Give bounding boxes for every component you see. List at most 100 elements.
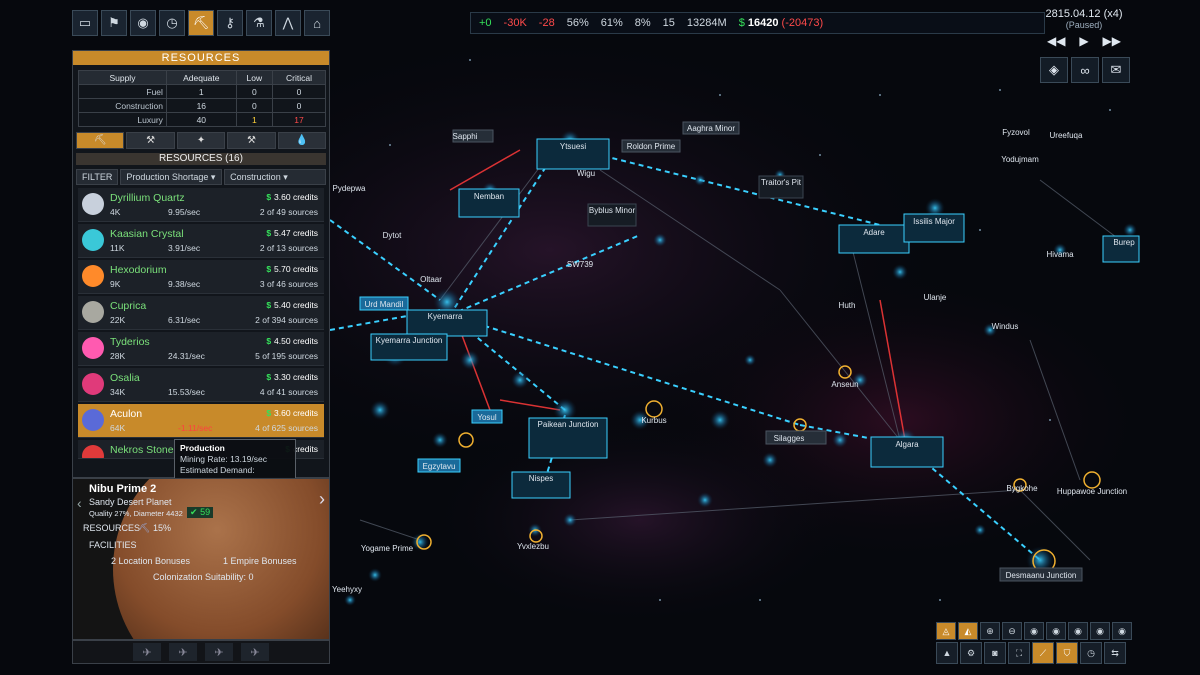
system-pydepwa[interactable]: Pydepwa [333,184,366,193]
clock-icon[interactable]: ◷ [1080,642,1102,664]
research-flask-icon[interactable]: ⚗ [246,10,272,36]
system-kyemarra[interactable]: Kyemarra [406,309,488,337]
resource-item-tyderios[interactable]: Tyderios 28K 24.31/sec $4.50 credits 5 o… [78,332,324,366]
view-toggle-icon[interactable]: ◉ [1024,622,1044,640]
resource-item-osalia[interactable]: Osalia 34K 15.53/sec $3.30 credits 4 of … [78,368,324,402]
system-nispes[interactable]: Nispes [511,471,571,499]
map-label: Urd Mandil [365,300,404,309]
rewind-icon[interactable]: ◀◀ [1046,34,1066,48]
zoom-out-icon[interactable]: ⊖ [1002,622,1022,640]
system-algara[interactable]: Algara [870,436,944,468]
system-traitors-pit[interactable]: Traitor's Pit [758,175,804,199]
zoom-in-icon[interactable]: ⊕ [980,622,1000,640]
system-sapphi[interactable]: Sapphi [452,129,494,143]
colonies-icon[interactable]: ⌂ [304,10,330,36]
cell: 0 [235,84,273,99]
system-wigu[interactable]: Wigu [577,169,595,178]
system-issilis-major[interactable]: Issilis Major [903,213,965,243]
tab-luxury-icon[interactable]: ✦ [176,132,226,149]
system-huppawoe-junction[interactable]: Huppawoe Junction [1057,487,1127,496]
camera-icon[interactable]: ◙ [984,642,1006,664]
system-yogame-prime[interactable]: Yogame Prime [361,544,414,553]
system-aaghra-minor[interactable]: Aaghra Minor [682,121,740,135]
fast-forward-icon[interactable]: ▶▶ [1102,34,1122,48]
resource-item-dyrillium-quartz[interactable]: Dyrillium Quartz 4K 9.95/sec $3.60 credi… [78,188,324,222]
system-sw739[interactable]: SW739 [567,260,594,269]
system-byblus-minor[interactable]: Byblus Minor [587,203,637,227]
tab-all-resources-pickaxe-icon[interactable]: ⛏ [76,132,125,149]
map-label: Burep [1113,238,1135,247]
fullscreen-icon[interactable]: ⛶ [1008,642,1030,664]
resources-pickaxe-icon[interactable]: ⛏ [188,10,214,36]
map-layer-icon[interactable]: ▲ [936,642,958,664]
expansion-icon[interactable]: ◷ [159,10,185,36]
system-kyemarra-junction[interactable]: Kyemarra Junction [370,333,448,361]
system-roldon-prime[interactable]: Roldon Prime [621,139,681,153]
view-toggle-icon[interactable]: ◉ [1068,622,1088,640]
system-silagges[interactable]: Silagges [765,430,827,445]
system-yeehyxy[interactable]: Yeehyxy [332,585,362,594]
cell: 0 [271,84,327,99]
planet-action-icon[interactable]: ✈ [133,643,161,661]
resource-item-aculon[interactable]: Aculon 64K -1.11/sec $3.60 credits 4 of … [78,404,324,438]
system-hivama[interactable]: Hivama [1046,250,1074,259]
shield-icon[interactable]: ⛉ [1056,642,1078,664]
empire-policy-icon[interactable]: ◈ [1040,57,1068,83]
system-anseun[interactable]: Anseun [831,380,858,389]
system-urd-mandil[interactable]: Urd Mandil [359,296,409,311]
ship-design-icon[interactable]: ⚷ [217,10,243,36]
resource-item-hexodorium[interactable]: Hexodorium 9K 9.38/sec $5.70 credits 3 o… [78,260,324,294]
system-nemban[interactable]: Nemban [458,188,520,218]
map-label: Roldon Prime [627,142,676,151]
planet-action-icon[interactable]: ✈ [169,643,197,661]
fleets-icon[interactable]: ⋀ [275,10,301,36]
map-label: Paikean Junction [538,420,599,429]
system-desmaanu-junction[interactable]: Desmaanu Junction [999,567,1083,582]
tab-strategic-icon[interactable]: ⚒ [227,132,276,149]
system-yvxlezbu[interactable]: Yvxlezbu [517,542,549,551]
system-oltaar[interactable]: Oltaar [420,275,442,284]
system-bygkohe[interactable]: Bygkohe [1006,484,1038,493]
system-adare[interactable]: Adare [838,224,910,254]
view-toggle-icon[interactable]: ◉ [1046,622,1066,640]
filter-dropdown-category[interactable]: Construction ▾ [224,169,326,185]
map-filter-icon[interactable]: ◬ [936,622,956,640]
system-fyzovol[interactable]: Fyzovol [1002,128,1030,137]
view-toggle-icon[interactable]: ◉ [1090,622,1110,640]
map-layer-icon[interactable]: ⚙ [960,642,982,664]
intel-icon[interactable]: ◉ [130,10,156,36]
system-kurbus[interactable]: Kurbus [641,416,666,425]
system-huth[interactable]: Huth [839,301,856,310]
system-windus[interactable]: Windus [992,322,1019,331]
characters-icon[interactable]: ∞ [1071,57,1099,83]
view-toggle-icon[interactable]: ◉ [1112,622,1132,640]
planet-action-icon[interactable]: ✈ [241,643,269,661]
tab-construction-icon[interactable]: ⚒ [126,132,175,149]
map-label: Silagges [774,434,805,443]
resource-item-kaasian-crystal[interactable]: Kaasian Crystal 11K 3.91/sec $5.47 credi… [78,224,324,258]
system-egzytavu[interactable]: Egzytavu [417,458,461,473]
system-ulanje[interactable]: Ulanje [924,293,947,302]
system-ureefuqa[interactable]: Ureefuqa [1050,131,1083,140]
tab-fuel-icon[interactable]: 💧 [277,132,327,149]
next-planet-icon[interactable]: › [319,489,325,509]
resources-value: 15% [153,523,172,533]
prev-planet-icon[interactable]: ‹ [77,495,82,511]
system-paikean-junction[interactable]: Paikean Junction [528,417,608,459]
resource-item-cuprica[interactable]: Cuprica 22K 6.31/sec $5.40 credits 2 of … [78,296,324,330]
messages-envelope-icon[interactable]: ✉ [1102,57,1130,83]
map-filter-icon[interactable]: ◭ [958,622,978,640]
system-yosul[interactable]: Yosul [471,409,503,424]
system-ytsuesi[interactable]: Ytsuesi [536,138,610,170]
system-burep[interactable]: Burep [1102,235,1140,263]
planet-action-icon[interactable]: ✈ [205,643,233,661]
handshake-icon[interactable]: ⇆ [1104,642,1126,664]
filter-dropdown-shortage[interactable]: Production Shortage ▾ [120,169,223,185]
play-icon[interactable]: ▶ [1079,34,1089,48]
diplomacy-icon[interactable]: ⚑ [101,10,127,36]
empire-flag-icon[interactable]: ▭ [72,10,98,36]
route-icon[interactable]: ⟋ [1032,642,1054,664]
system-dytot[interactable]: Dytot [383,231,402,240]
system-yodujmam[interactable]: Yodujmam [1001,155,1039,164]
